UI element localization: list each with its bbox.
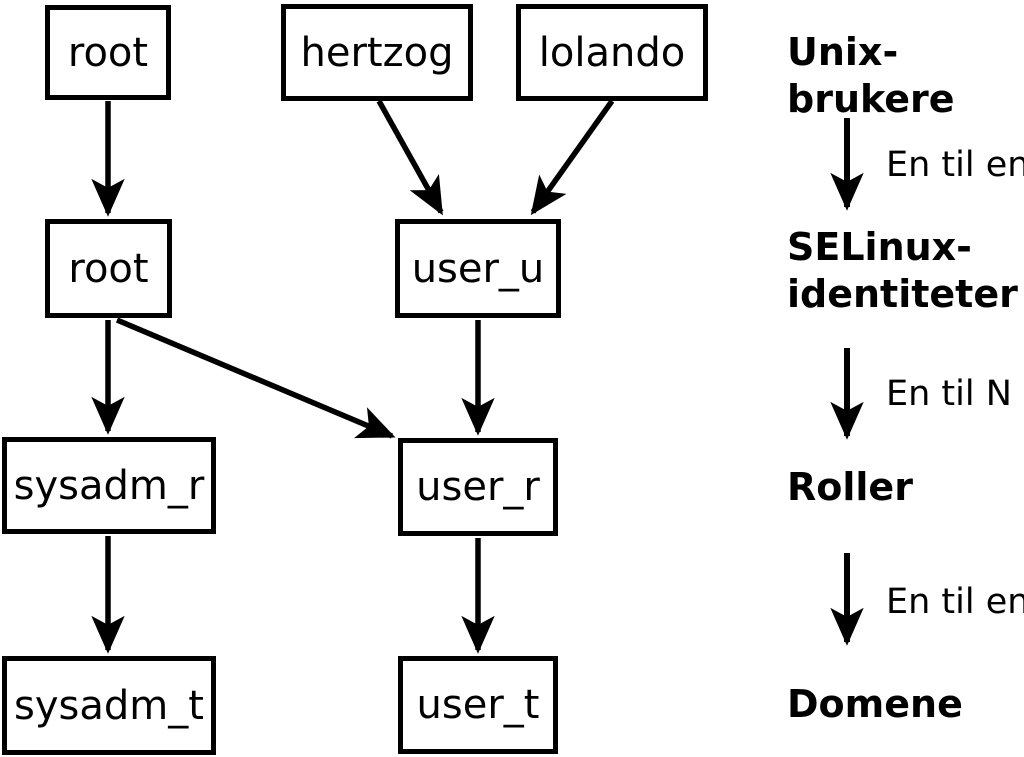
node-selinux-user_u-label: user_u: [411, 245, 545, 292]
node-role-sysadm_r: sysadm_r: [2, 437, 216, 534]
node-unix-lolando-label: lolando: [538, 29, 686, 76]
node-unix-hertzog-label: hertzog: [300, 29, 454, 76]
edge-lolando-to-user_u: [530, 99, 615, 216]
legend-level-domains: Domene: [787, 682, 963, 726]
node-domain-user_t: user_t: [398, 656, 558, 754]
node-selinux-user_u: user_u: [395, 219, 561, 318]
node-unix-root: root: [45, 5, 171, 100]
legend-relation-one-to-one-1: En til en: [886, 145, 1024, 185]
node-selinux-root-label: root: [68, 245, 149, 292]
node-unix-lolando: lolando: [516, 4, 708, 101]
node-domain-sysadm_t-label: sysadm_t: [14, 682, 204, 729]
node-unix-hertzog: hertzog: [281, 4, 473, 101]
legend-level-unix-users: Unix-brukere: [787, 30, 955, 121]
edge-root-to-user_r: [115, 317, 396, 439]
legend-relation-one-to-one-2: En til en: [886, 582, 1024, 622]
legend-level-selinux-identities: SELinux-identiteter: [787, 225, 1018, 316]
node-selinux-root: root: [45, 219, 172, 318]
node-domain-user_t-label: user_t: [416, 682, 540, 728]
edge-hertzog-to-user_u: [376, 99, 444, 216]
node-role-user_r: user_r: [398, 438, 558, 536]
node-role-user_r-label: user_r: [416, 464, 540, 510]
legend-relation-one-to-n: En til N: [886, 374, 1012, 414]
node-domain-sysadm_t: sysadm_t: [2, 656, 216, 755]
legend-level-roles: Roller: [787, 465, 913, 509]
node-role-sysadm_r-label: sysadm_r: [13, 462, 205, 509]
node-unix-root-label: root: [67, 29, 149, 76]
